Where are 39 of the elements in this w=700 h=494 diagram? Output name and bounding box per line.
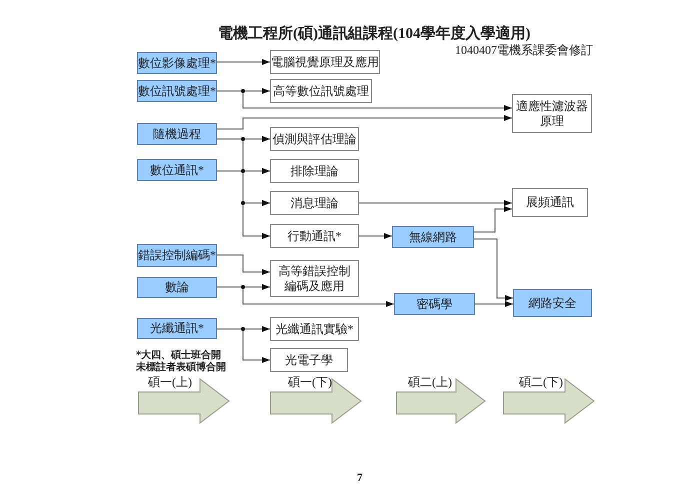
course-box: 行動通訊* [270,224,359,248]
course-box: 展頻通訊 [512,188,588,217]
course-box: 光纖通訊實驗* [270,317,359,341]
arrow [216,90,512,111]
course-box: 隨機過程 [137,123,217,145]
title: 電機工程所(碩)通訊組課程(104學年度入學適用) [218,24,530,43]
course-box: 消息理論 [270,191,359,215]
course-box: 數論 [137,277,217,298]
arrow [216,59,270,65]
course-box: 密碼學 [394,293,475,315]
course-box: 偵測與評估理論 [270,127,359,151]
semester-label: 碩一(下) [288,374,332,391]
arrow [474,206,512,232]
course-box: 高等錯誤控制編碼及應用 [270,260,359,297]
course-box: 數位訊號處理* [137,80,217,102]
course-box: 高等數位訊號處理 [270,79,372,103]
course-box: 錯誤控制編碼* [137,244,217,267]
course-box: 電腦視覺原理及應用 [270,50,380,74]
semester-label: 碩二(下) [519,374,563,391]
revision-note: 1040407電機系課委會修訂 [455,42,593,59]
arrow [216,115,512,130]
course-box: 光電子學 [270,348,348,372]
semester-label: 碩二(上) [408,374,452,391]
page-number: 7 [357,472,362,484]
semester-label: 碩一(上) [148,374,192,391]
arrow [216,254,270,275]
arrow [358,233,392,239]
arrow [358,200,512,206]
course-box: 數位影像處理* [137,52,217,74]
arrow [474,301,514,307]
course-box: 排除理論 [270,159,359,183]
course-box: 光纖通訊* [137,318,217,339]
arrow [216,328,270,363]
course-box: 數位通訊* [137,159,217,181]
course-box: 網路安全 [513,289,592,317]
footnote: *大四、碩士班合開未標註者表碩博合開 [136,350,227,374]
arrow [474,238,514,301]
course-box: 適應性濾波器原理 [512,94,592,133]
course-box: 無線網路 [392,226,474,248]
